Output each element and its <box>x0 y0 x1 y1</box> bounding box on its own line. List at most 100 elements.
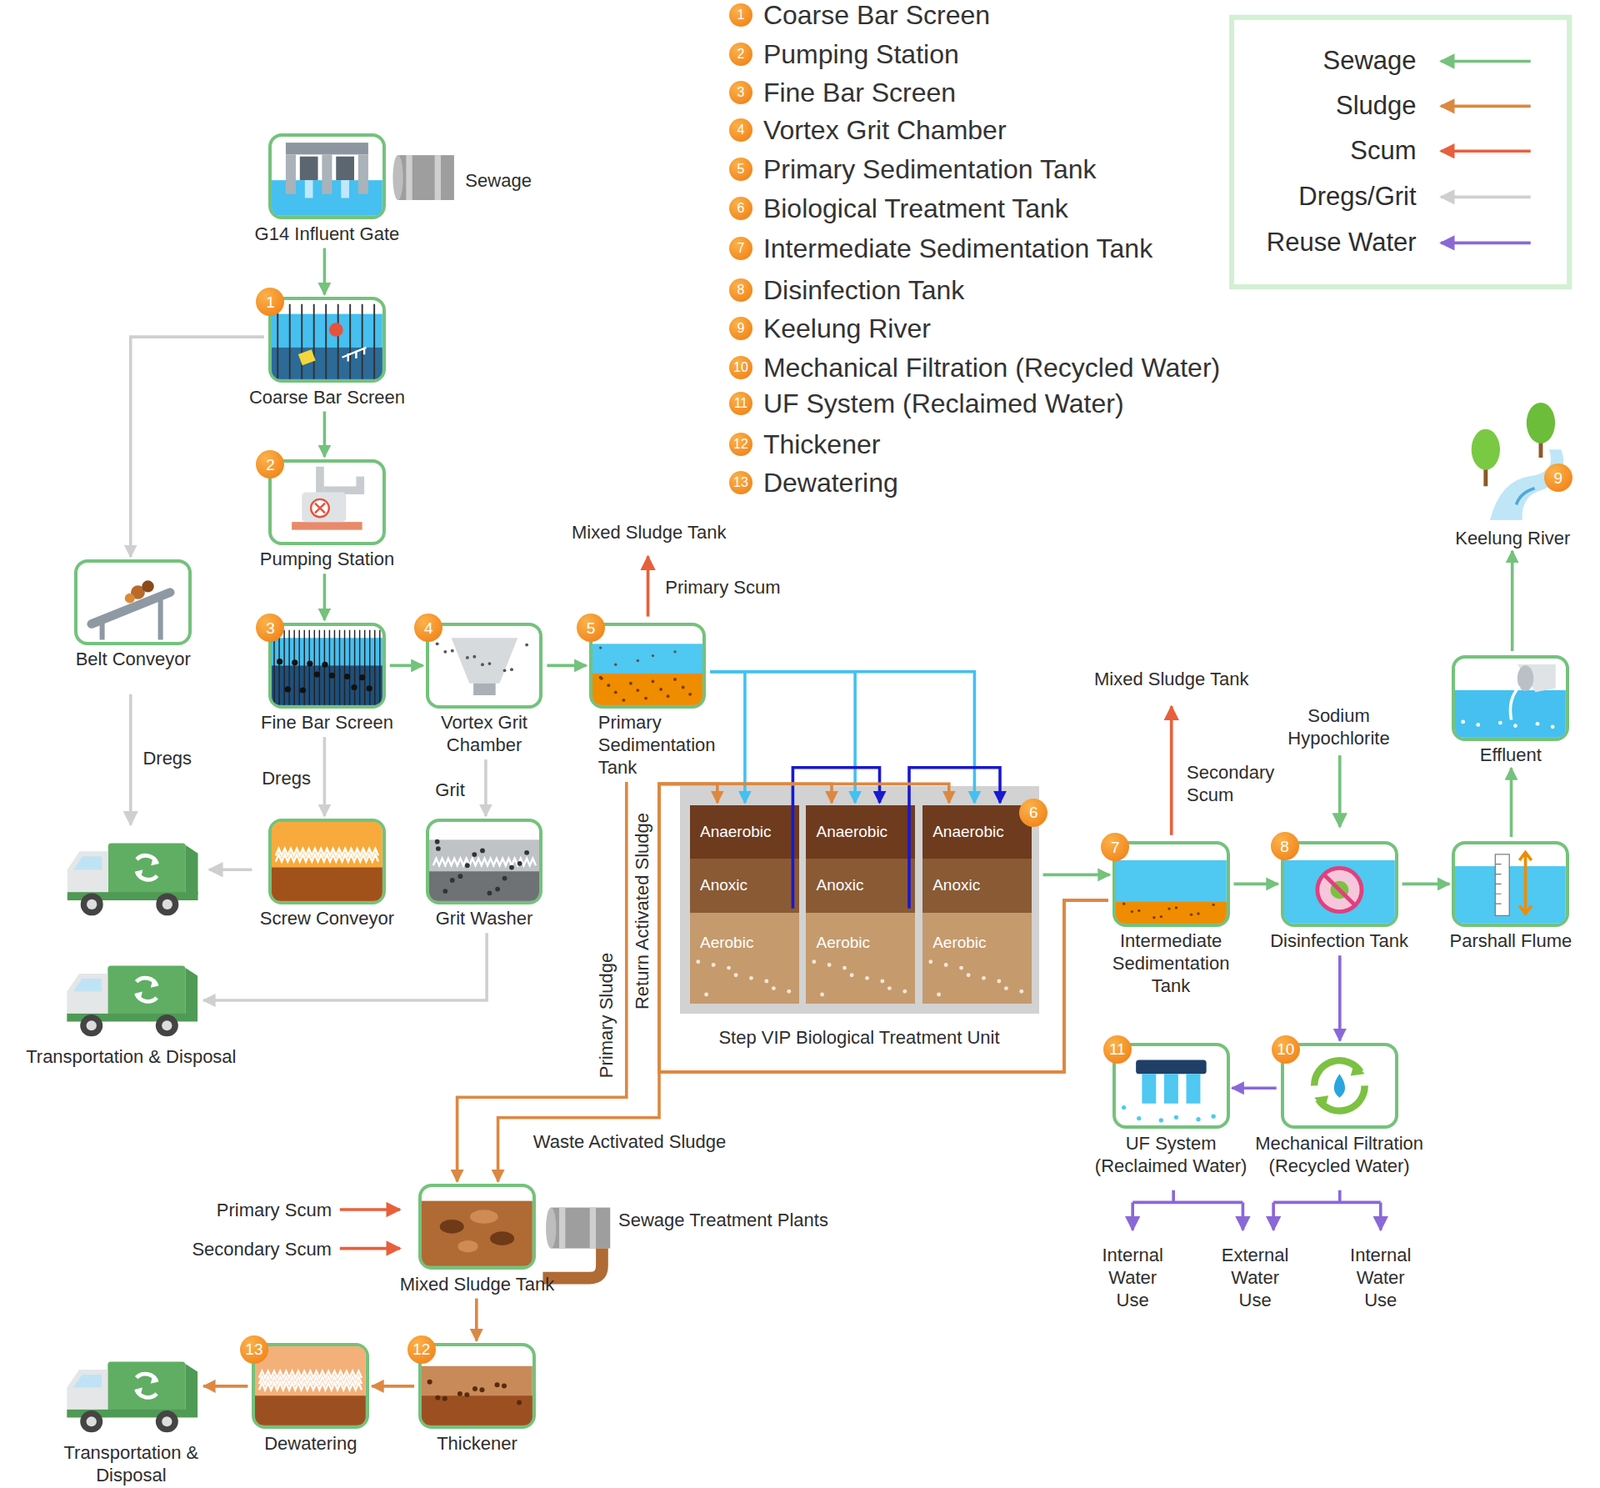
edge-label: Return Activated Sludge <box>631 810 653 1012</box>
icon-frame <box>271 625 383 705</box>
label-wrap: 6 <box>1019 798 1048 827</box>
icon <box>255 1345 366 1425</box>
node-label: Step VIP Biological Treatment Unit <box>718 1026 1000 1048</box>
label-wrap: Intermediate Sedimentation Tank <box>1105 929 1238 997</box>
icon-frame <box>1455 844 1566 924</box>
callout-number: 5 <box>576 613 605 642</box>
icon-frame <box>1115 1045 1227 1125</box>
process-box: Effluent <box>1451 655 1570 741</box>
label-wrap: Primary Scum <box>665 575 780 599</box>
text-label: Biological Treatment Tank <box>763 193 1069 224</box>
edge-label: Dregs <box>259 767 314 789</box>
node-label: Coarse Bar Screen <box>249 386 405 408</box>
icon-frame <box>77 562 189 642</box>
icon-frame <box>429 625 540 705</box>
callout-number: 7 <box>1100 832 1130 861</box>
text-label: Sodium Hypochlorite <box>1287 705 1390 749</box>
process-box: Intermediate Sedimentation Tank <box>1112 840 1230 927</box>
icon <box>271 625 383 705</box>
label-wrap: Thickener <box>763 428 881 460</box>
callout-number: 4 <box>729 118 753 142</box>
callout-number: 13 <box>729 470 753 495</box>
callout-number: 6 <box>1019 798 1048 827</box>
callout-number: 5 <box>729 157 753 181</box>
icon-frame <box>60 957 201 1040</box>
bubbles <box>922 912 1032 1004</box>
callout-number: 3 <box>729 80 753 105</box>
icon-frame <box>1459 398 1567 521</box>
label-wrap: 8 <box>1270 831 1300 860</box>
label-wrap: Primary Scum <box>216 1198 332 1221</box>
label-wrap: 3 <box>729 80 753 105</box>
flow-line <box>209 867 252 871</box>
label-wrap: Grit Washer <box>435 906 534 930</box>
flow-arrow <box>710 671 745 803</box>
process-box: Mechanical Filtration (Recycled Water) <box>1280 1042 1399 1129</box>
label-wrap: Belt Conveyor <box>75 647 191 670</box>
node-label: Transportation & Disposal <box>25 1045 236 1067</box>
node-label: Anaerobic <box>816 821 889 842</box>
text-label: Primary Scum <box>216 1199 332 1220</box>
legend-text: Scum <box>1350 135 1416 165</box>
icon-frame <box>1284 844 1395 924</box>
node-label: Thickener <box>436 1432 518 1454</box>
flow-line <box>340 1207 400 1211</box>
zone-box: Aerobic <box>805 912 915 1004</box>
flow-line <box>340 1246 400 1250</box>
edge-label: Primary Sludge <box>595 950 617 1080</box>
icon <box>1115 1045 1227 1125</box>
node-label: Aerobic <box>700 932 754 953</box>
icon-frame <box>271 462 383 542</box>
label-wrap: Dregs <box>259 766 314 790</box>
callout-number: 6 <box>729 196 753 220</box>
zone-box: Aerobic <box>690 912 800 1004</box>
process-box: Pumping Station <box>268 459 386 545</box>
icon <box>1455 844 1566 924</box>
icon <box>1284 844 1395 924</box>
legend-text: Sewage <box>1323 45 1417 75</box>
icon-node: Transportation & Disposal <box>60 1353 201 1435</box>
icon-frame <box>429 821 540 901</box>
zone-box: Anoxic <box>805 858 915 913</box>
label-wrap: 7 <box>1100 832 1130 861</box>
label-wrap: Transportation & Disposal <box>60 1440 203 1486</box>
label-wrap: Biological Treatment Tank <box>763 192 1069 225</box>
flow-arrow <box>323 411 327 458</box>
flow-arrow <box>1338 955 1342 1040</box>
flow-arrow <box>792 767 880 909</box>
label-wrap: Fine Bar Screen <box>763 76 956 109</box>
label-wrap: Pumping Station <box>260 547 395 570</box>
icon-frame <box>592 625 704 705</box>
flow-line <box>1440 241 1531 245</box>
text-label: Vortex Grit Chamber <box>763 115 1007 145</box>
label-wrap: 1 <box>729 3 753 27</box>
label-wrap: Keelung River <box>763 312 931 345</box>
label-wrap: Sewage <box>465 168 532 191</box>
zone-box: Anaerobic <box>805 805 915 859</box>
flow-arrow <box>909 767 1000 909</box>
icon-frame <box>421 1345 533 1425</box>
text-label: Primary Scum <box>665 576 780 598</box>
callout-number: 1 <box>729 3 753 27</box>
flow-arrow <box>484 759 488 816</box>
node-label: Pumping Station <box>260 548 395 570</box>
icon <box>60 1353 201 1435</box>
label-wrap: 4 <box>729 118 753 142</box>
aeration-dots <box>690 912 800 1004</box>
flow-arrow <box>710 671 855 803</box>
flow-line <box>646 555 650 616</box>
label-wrap: 6 <box>729 196 753 220</box>
flow-arrow <box>130 336 265 557</box>
legend-text: Sludge <box>1335 90 1417 120</box>
process-box: Mixed Sludge Tank <box>418 1183 536 1270</box>
icon <box>421 1345 533 1425</box>
legend-text: Reuse Water <box>1266 227 1417 257</box>
label-wrap: External Water Use <box>1214 1242 1296 1310</box>
label-wrap: 2 <box>255 450 285 479</box>
process-box: Parshall Flume <box>1451 840 1570 927</box>
flow-arrow <box>371 1384 415 1388</box>
flow-arrow <box>498 900 1109 1181</box>
text-label: Pumping Station <box>763 39 960 70</box>
legend-text: Dregs/Grit <box>1298 181 1416 211</box>
label-wrap: 5 <box>729 157 753 181</box>
